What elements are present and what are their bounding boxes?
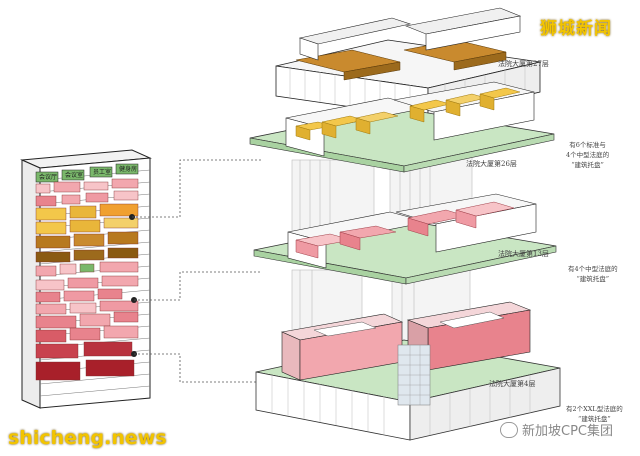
tower-tag-3: 员工室 xyxy=(93,168,111,176)
note-lower: 有2个XXL型法庭的 “建筑托盘” xyxy=(566,404,623,424)
tower-elevation: 会议厅 会议室 员工室 健身房 xyxy=(20,149,152,409)
floor-13-label: 法院大厦第13层 xyxy=(498,250,549,258)
tower-tag-1: 会议厅 xyxy=(39,173,57,181)
floor-4-label: 法院大厦第4层 xyxy=(489,380,536,388)
wechat-icon xyxy=(500,421,518,438)
floor-27-label: 法院大厦第27层 xyxy=(498,60,549,68)
leader-lines xyxy=(132,159,262,383)
note-lower-line-1: 有2个XXL型法庭的 xyxy=(566,405,623,413)
note-upper: 有6个标准与 4个中型法庭的 “建筑托盘” xyxy=(566,140,609,170)
floor-26-label: 法院大厦第26层 xyxy=(466,160,517,168)
floor-13-tray xyxy=(253,193,557,285)
note-upper-line-2: 4个中型法庭的 xyxy=(566,151,610,159)
floor-26-tray xyxy=(249,81,555,173)
note-middle: 有4个中型法庭的 “建筑托盘” xyxy=(568,264,618,284)
tower-tag-2: 会议室 xyxy=(65,171,83,179)
tower-court-blocks xyxy=(35,178,139,381)
watermark-bottom-right: 新加坡CPC集团 xyxy=(500,420,613,439)
tower-tag-4: 健身房 xyxy=(119,165,137,173)
note-upper-line-3: “建筑托盘” xyxy=(571,161,604,169)
tower-top-rooms: 会议厅 会议室 员工室 健身房 xyxy=(35,163,139,183)
watermark-bottom-right-text: 新加坡CPC集团 xyxy=(522,424,613,439)
watermark-top-right: 狮城新闻 xyxy=(540,19,612,39)
note-upper-line-1: 有6个标准与 xyxy=(569,141,606,149)
floor-4-tray xyxy=(255,301,561,441)
note-middle-line-2: “建筑托盘” xyxy=(576,275,610,283)
watermark-bottom-left: shicheng.news xyxy=(8,427,167,449)
note-lower-line-2: “建筑托盘” xyxy=(578,415,611,423)
note-middle-line-1: 有4个中型法庭的 xyxy=(568,265,618,273)
